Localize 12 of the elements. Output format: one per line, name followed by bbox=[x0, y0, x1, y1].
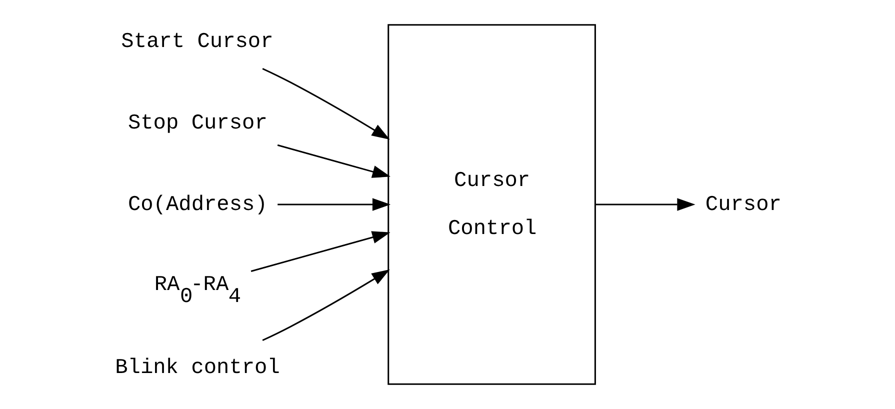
node-box: Cursor Control bbox=[387, 24, 596, 385]
arrow bbox=[277, 198, 390, 211]
arrow bbox=[250, 231, 390, 272]
arrow bbox=[262, 269, 390, 342]
node-text: Stop Cursor bbox=[127, 112, 267, 136]
arrow bbox=[595, 198, 695, 211]
node-text: Co(Address) bbox=[127, 193, 267, 218]
node-text: Cursor bbox=[704, 193, 781, 218]
arrow bbox=[276, 144, 390, 178]
node-text: Start Cursor bbox=[120, 30, 273, 54]
node-text: Blink control bbox=[114, 356, 280, 380]
arrow bbox=[262, 68, 390, 140]
